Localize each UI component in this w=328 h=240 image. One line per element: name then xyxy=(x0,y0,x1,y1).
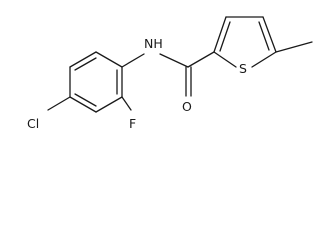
thiophene-double-bond-1 xyxy=(219,21,231,52)
nh-label: NH xyxy=(144,36,163,51)
c-f-bond xyxy=(121,96,132,111)
ring-double-bond-1 xyxy=(74,57,97,71)
c-n-bond xyxy=(121,53,145,68)
thiophene-bond-5 xyxy=(213,51,237,68)
c-thiophene-bond xyxy=(187,51,215,68)
thiophene-ring xyxy=(213,16,277,68)
thiophene-bond-3 xyxy=(262,16,277,53)
n-c-bond xyxy=(159,53,189,68)
phenyl-ring xyxy=(69,51,123,113)
fluorine-label: F xyxy=(129,116,136,131)
methyl-bond xyxy=(275,41,313,53)
ring-bond-4 xyxy=(69,96,97,113)
chemical-structure: NH O S Cl F xyxy=(27,16,313,131)
thiophene-bond-1 xyxy=(213,16,227,53)
oxygen-label: O xyxy=(182,99,192,114)
c-cl-bond xyxy=(47,96,71,111)
chlorine-label: Cl xyxy=(27,116,39,131)
ring-bond-2 xyxy=(69,51,97,68)
sulfur-label: S xyxy=(239,61,247,76)
ring-double-bond-2 xyxy=(74,93,97,107)
thiophene-double-bond-2 xyxy=(258,21,270,51)
ring-bond-1 xyxy=(95,51,123,68)
ring-bond-5 xyxy=(95,96,123,113)
thiophene-bond-4 xyxy=(251,51,277,68)
